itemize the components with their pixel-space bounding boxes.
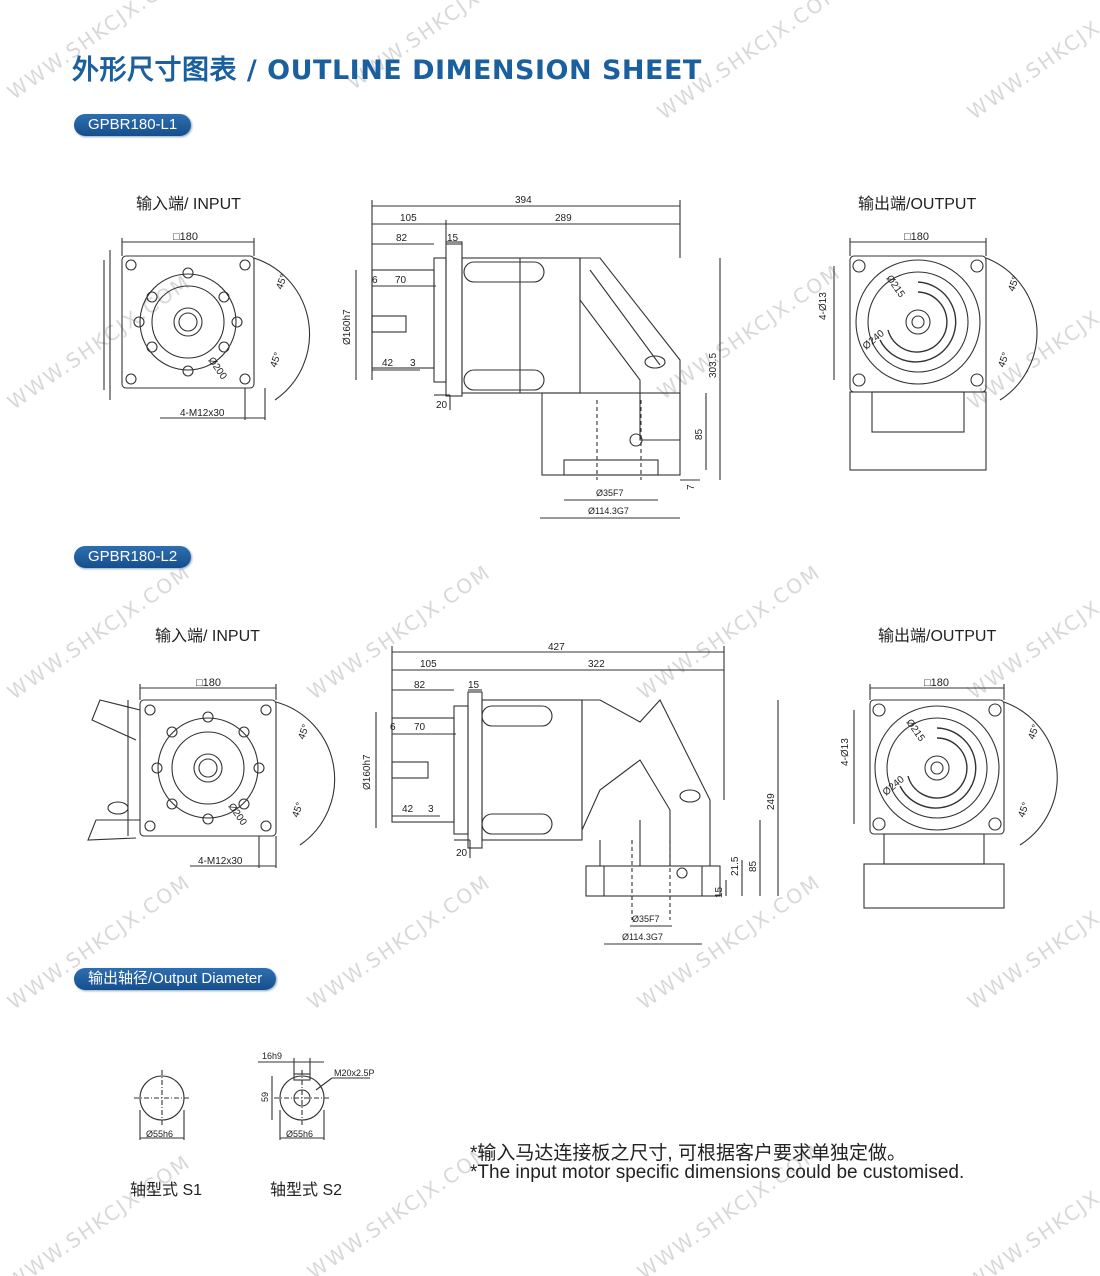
s1-dia: Ø55h6 [146, 1129, 173, 1139]
input-view-l2 [87, 684, 336, 868]
out-pcd215-l1: Ø215 [884, 273, 907, 300]
note-chinese: *输入马达连接板之尺寸, 可根据客户要求单独定做。 [470, 1143, 906, 1164]
s2-depth: 59 [260, 1092, 270, 1102]
input-label-l2: 输入端/ INPUT [155, 628, 260, 645]
dim-dia160-l2: Ø160h7 [362, 754, 373, 790]
dim-15v-l2: 15 [714, 886, 725, 898]
dim-289-l1: 289 [555, 213, 572, 224]
dim-82-l2: 82 [414, 680, 426, 691]
dim-85-l2: 85 [748, 860, 759, 872]
dim-dia35-l1: Ø35F7 [596, 488, 624, 498]
model-badge-l1: GPBR180-L1 [74, 114, 192, 136]
dim-total-l1: 394 [515, 195, 532, 206]
out-angle2-l2: 45° [1016, 801, 1032, 819]
dim-thread-l2: 4-M12x30 [198, 856, 243, 867]
dim-20-l2: 20 [456, 848, 468, 859]
dim-82-l1: 82 [396, 233, 408, 244]
dim-15-l2: 15 [468, 680, 480, 691]
dim-7-l1: 7 [686, 484, 697, 490]
dim-6-l2: 6 [390, 722, 396, 733]
side-view-l2 [375, 646, 779, 945]
out-angle1-l1: 45° [1006, 275, 1022, 293]
dim-249-l2: 249 [766, 793, 777, 810]
dim-dia35-l2: Ø35F7 [632, 914, 660, 924]
out-holes-l2: 4-Ø13 [840, 738, 851, 766]
dim-322-l2: 322 [588, 659, 605, 670]
dim-angle2-l2: 45° [290, 801, 306, 819]
shaft-s2-drawing [258, 1058, 370, 1140]
out-angle1-l2: 45° [1026, 723, 1042, 741]
out-pcd240-l1: Ø240 [861, 328, 887, 352]
output-view-l1 [833, 238, 1038, 471]
out-square-l2: □180 [924, 677, 949, 689]
output-diameter-badge: 输出轴径/Output Diameter [74, 968, 277, 990]
dim-42-l2: 42 [402, 804, 414, 815]
output-view-l2 [853, 684, 1058, 909]
note-english: *The input motor specific dimensions cou… [470, 1162, 965, 1183]
dim-70-l2: 70 [414, 722, 426, 733]
dim-angle1-l1: 45° [274, 273, 290, 291]
dim-square-l1: □180 [173, 231, 198, 243]
dim-dia114-l1: Ø114.3G7 [588, 506, 629, 516]
page-title: 外形尺寸图表 / OUTLINE DIMENSION SHEET [72, 55, 702, 86]
s2-key: 16h9 [262, 1051, 282, 1061]
dim-thread-l1: 4-M12x30 [180, 408, 225, 419]
output-label-l1: 输出端/OUTPUT [858, 196, 977, 213]
dim-dia114-l2: Ø114.3G7 [622, 932, 663, 942]
input-view-l1 [103, 238, 311, 420]
dim-70-l1: 70 [395, 275, 407, 286]
s2-dia: Ø55h6 [286, 1129, 313, 1139]
s2-thread: M20x2.5P [334, 1068, 375, 1078]
out-pcd215-l2: Ø215 [904, 717, 927, 744]
shaft-s1-label: 轴型式 S1 [130, 1182, 203, 1199]
dim-105-l2: 105 [420, 659, 437, 670]
dim-21-l2: 21.5 [730, 856, 741, 876]
dim-6-l1: 6 [372, 275, 378, 286]
dim-3-l2: 3 [428, 804, 434, 815]
output-label-l2: 输出端/OUTPUT [878, 628, 997, 645]
dim-42-l1: 42 [382, 358, 394, 369]
dim-303-l1: 303.5 [708, 353, 719, 378]
out-holes-l1: 4-Ø13 [818, 292, 829, 320]
dim-angle2-l1: 45° [268, 351, 284, 369]
dim-total-l2: 427 [548, 642, 565, 653]
dim-15-l1: 15 [447, 233, 459, 244]
dim-3-l1: 3 [410, 358, 416, 369]
dim-105-l1: 105 [400, 213, 417, 224]
dim-85-l1: 85 [694, 428, 705, 440]
out-pcd240-l2: Ø240 [881, 774, 907, 798]
shaft-s2-label: 轴型式 S2 [270, 1182, 343, 1199]
dim-angle1-l2: 45° [296, 723, 312, 741]
out-angle2-l1: 45° [996, 351, 1012, 369]
side-view-l1 [355, 200, 721, 519]
dim-pcd-l2: Ø200 [226, 801, 249, 828]
input-label-l1: 输入端/ INPUT [136, 196, 241, 213]
shaft-s1-drawing [134, 1070, 190, 1140]
dim-pcd-l1: Ø200 [206, 355, 229, 382]
dim-dia160-l1: Ø160h7 [342, 309, 353, 345]
out-square-l1: □180 [904, 231, 929, 243]
dim-square-l2: □180 [196, 677, 221, 689]
model-badge-l2: GPBR180-L2 [74, 546, 192, 568]
dim-20-l1: 20 [436, 400, 448, 411]
